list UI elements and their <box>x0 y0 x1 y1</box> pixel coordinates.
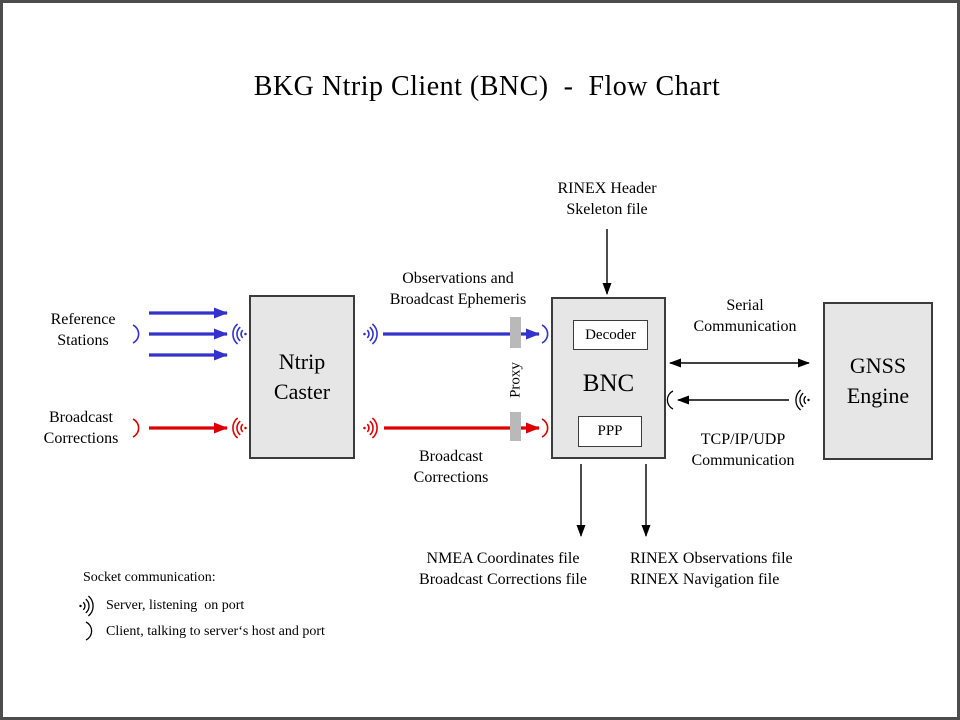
label-observations-ephemeris: Observations and Broadcast Ephemeris <box>389 270 527 308</box>
page-title: BKG Ntrip Client (BNC) - Flow Chart <box>253 71 721 102</box>
server-socket-icon-caster-left-red <box>232 417 247 439</box>
server-socket-icon-caster-right-blue <box>363 323 378 345</box>
client-socket-icon-bnc-tcpip <box>666 390 674 410</box>
client-socket-icon-bnc-corr <box>541 418 549 438</box>
label-rinex-output-files: RINEX Observations file RINEX Navigation… <box>630 550 793 588</box>
proxy-bar-top <box>510 317 521 348</box>
server-socket-icon-caster-right-red <box>363 417 378 439</box>
legend-server-item: Server, listening on port <box>106 598 245 613</box>
label-serial-communication: Serial Communication <box>693 297 797 335</box>
node-decoder: Decoder <box>573 320 648 350</box>
client-socket-icon-bnc-obs <box>541 324 549 344</box>
legend-title: Socket communication: <box>83 570 216 585</box>
label-tcpip-communication: TCP/IP/UDP Communication <box>691 431 795 469</box>
node-gnss-engine: GNSS Engine <box>823 302 933 460</box>
client-socket-icon-corrections <box>132 418 140 438</box>
node-ntrip-caster: Ntrip Caster <box>249 295 355 459</box>
server-socket-icon-legend <box>79 595 94 617</box>
node-ppp: PPP <box>578 416 642 447</box>
label-proxy: Proxy <box>507 362 524 398</box>
client-socket-icon-refstations <box>132 324 140 344</box>
bnc-label: BNC <box>582 370 635 397</box>
server-socket-icon-caster-left <box>232 323 247 345</box>
label-broadcast-corrections-stream: Broadcast Corrections <box>413 448 489 486</box>
client-socket-icon-legend <box>85 621 93 641</box>
label-nmea-output-files: NMEA Coordinates file Broadcast Correcti… <box>419 550 587 588</box>
proxy-bar-bottom <box>510 412 521 441</box>
label-reference-stations: Reference Stations <box>50 311 116 349</box>
node-bnc: Decoder BNC PPP <box>551 297 666 459</box>
label-rinex-header-skeleton: RINEX Header Skeleton file <box>557 180 657 218</box>
label-broadcast-corrections-input: Broadcast Corrections <box>43 409 119 447</box>
server-socket-icon-gnss <box>795 389 810 411</box>
legend-client-item: Client, talking to server‘s host and por… <box>106 624 325 639</box>
